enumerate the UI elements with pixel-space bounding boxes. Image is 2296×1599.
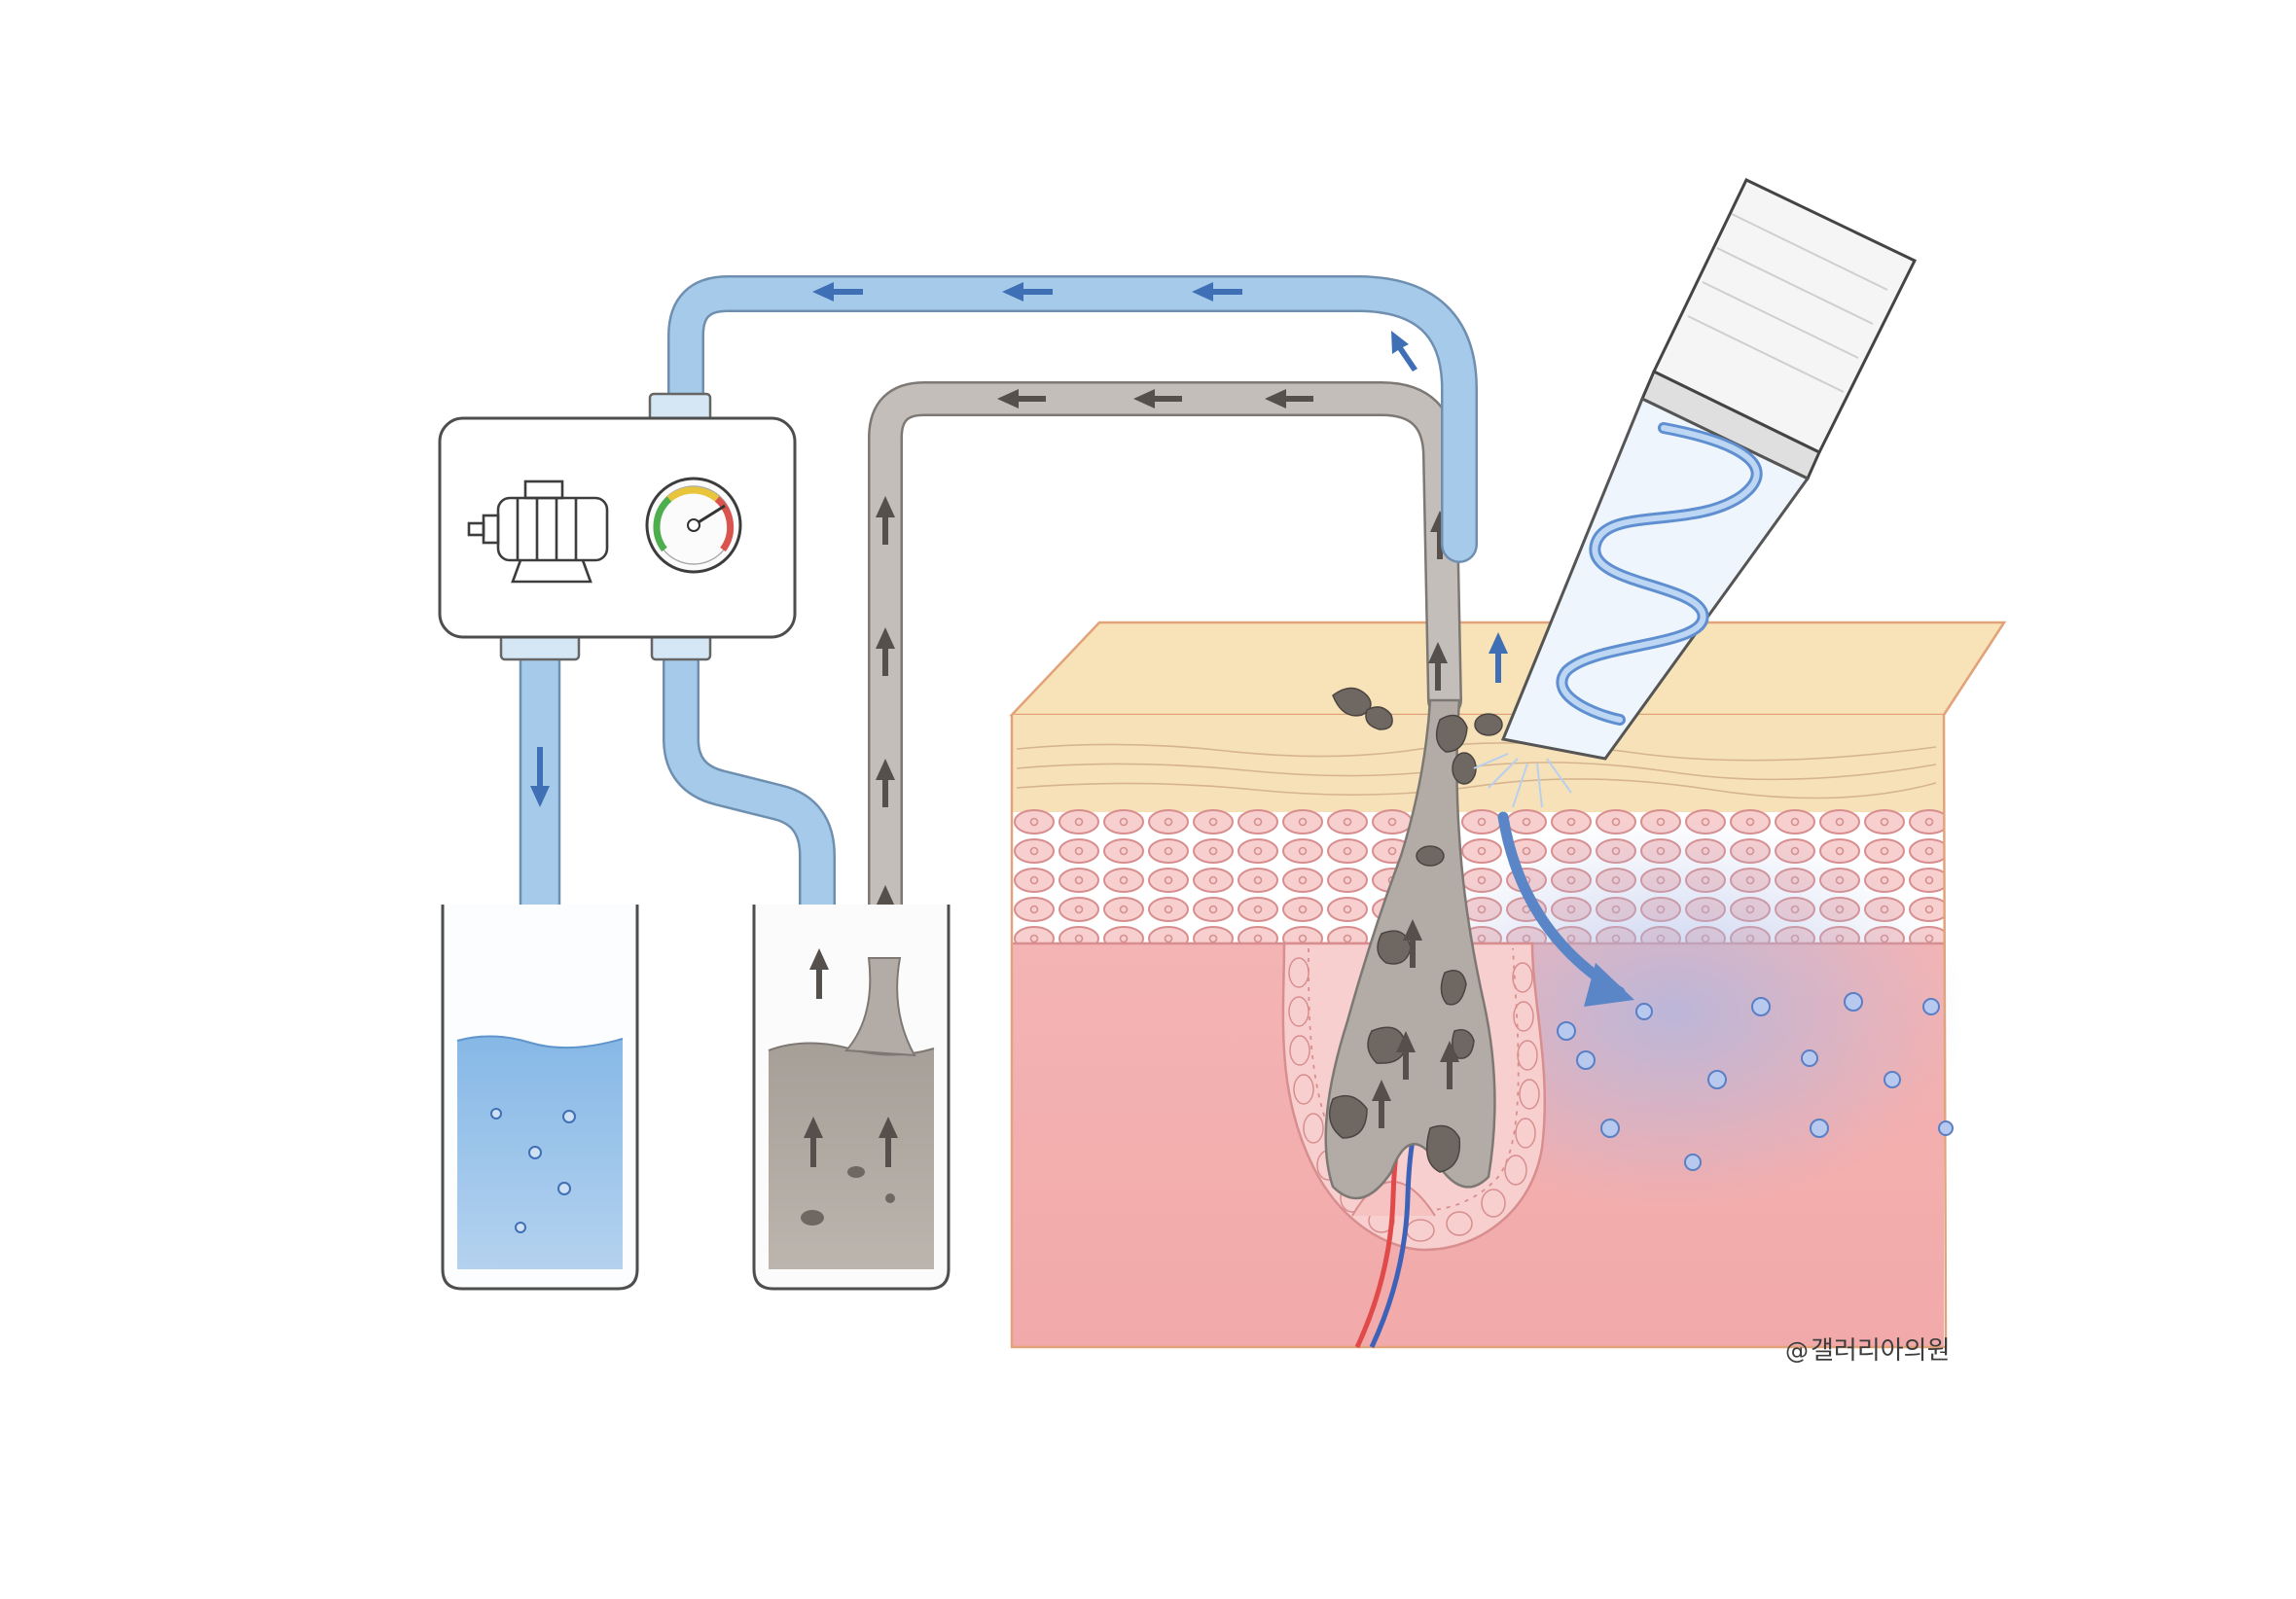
credit-watermark: @갤러리아의원 (1785, 1336, 1951, 1366)
serum-spray (1473, 753, 1572, 808)
pressure-gauge-icon (645, 477, 742, 574)
control-unit (438, 392, 797, 661)
clean-water-beaker (441, 905, 639, 1291)
serum-droplets (1557, 992, 1954, 1171)
lift-arrow (1489, 632, 1508, 683)
skin-top-face (1009, 621, 2007, 717)
vortex-handpiece (1473, 178, 1918, 1007)
water-tube-to-beaker (663, 623, 836, 942)
waste-flow-arrows (804, 948, 898, 1167)
suction-tube (868, 381, 1503, 1200)
vortex-spiral (1556, 422, 1763, 726)
sebum-particles (1328, 687, 1503, 1173)
motor-icon (467, 480, 609, 584)
water-tube-return (667, 275, 1478, 563)
return-flow-arrows (812, 282, 1417, 372)
waste-beaker (752, 905, 951, 1291)
